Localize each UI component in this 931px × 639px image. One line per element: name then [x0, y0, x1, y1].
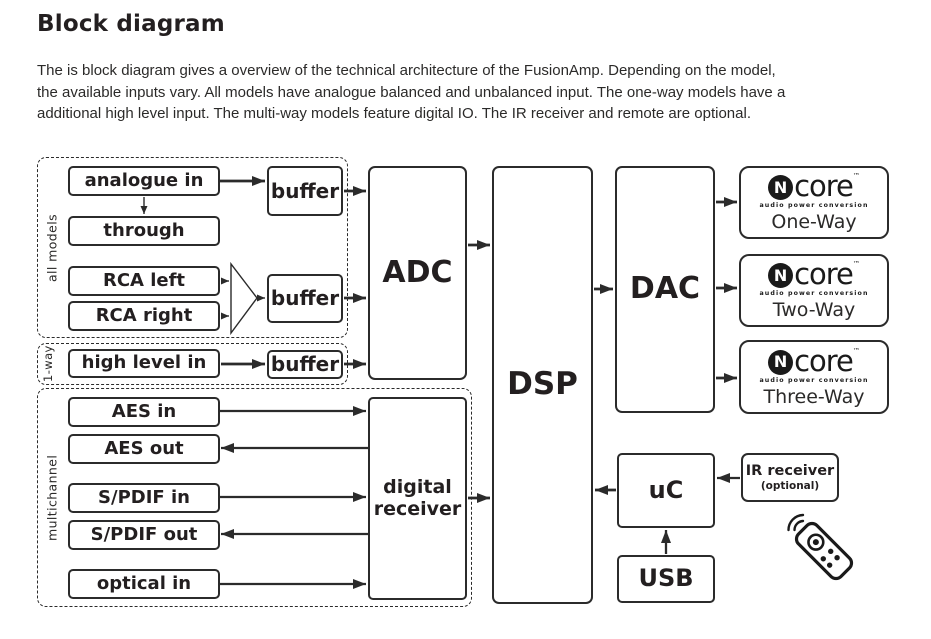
- ir-receiver-title: IR receiver: [745, 462, 835, 479]
- buffer-rca: buffer: [267, 274, 343, 323]
- buffer-high-level: buffer: [267, 350, 343, 379]
- page-title: Block diagram: [37, 11, 225, 37]
- trademark-symbol: ™: [852, 346, 860, 355]
- input-rca-right: RCA right: [68, 301, 220, 331]
- input-aes-out: AES out: [68, 434, 220, 464]
- input-high-level-in: high level in: [68, 349, 220, 378]
- block-adc: ADC: [368, 166, 467, 380]
- block-dac: DAC: [615, 166, 715, 413]
- group-all-models: [37, 157, 348, 338]
- input-through: through: [68, 216, 220, 246]
- ir-receiver-note: (optional): [760, 480, 820, 493]
- output-one-way: N core ™ audio power conversion One-Way: [739, 166, 889, 239]
- ir-receiver-box: IR receiver (optional): [741, 453, 839, 502]
- ncore-tagline: audio power conversion: [759, 290, 869, 297]
- input-aes-in: AES in: [68, 397, 220, 427]
- input-analogue-in: analogue in: [68, 166, 220, 196]
- ncore-wordmark: core: [794, 257, 854, 291]
- output-two-way: N core ™ audio power conversion Two-Way: [739, 254, 889, 327]
- group-1-way-label: 1-way: [41, 345, 55, 383]
- output-model-label: One-Way: [771, 211, 857, 233]
- ncore-wordmark: core: [794, 169, 854, 203]
- ncore-n-icon: N: [768, 263, 794, 288]
- block-usb: USB: [617, 555, 715, 603]
- block-dsp: DSP: [492, 166, 593, 604]
- ncore-logo: N core ™: [768, 260, 860, 289]
- ncore-n-icon: N: [768, 349, 794, 375]
- input-rca-left: RCA left: [68, 266, 220, 296]
- input-spdif-in: S/PDIF in: [68, 483, 220, 513]
- signal-waves-icon: [787, 513, 805, 532]
- ncore-tagline: audio power conversion: [759, 202, 869, 209]
- ncore-tagline: audio power conversion: [759, 376, 869, 384]
- remote-control-icon: [787, 513, 854, 581]
- input-optical-in: optical in: [68, 569, 220, 599]
- ncore-logo: N core ™: [768, 172, 860, 201]
- group-multichannel-label: multichannel: [44, 454, 60, 541]
- intro-line-1: The is block diagram gives a overview of…: [37, 62, 776, 79]
- trademark-symbol: ™: [852, 172, 860, 180]
- intro-line-3: additional high level input. The multi-w…: [37, 105, 751, 123]
- ncore-wordmark: core: [794, 343, 854, 378]
- output-model-label: Three-Way: [763, 385, 865, 408]
- ncore-n-icon: N: [768, 175, 794, 200]
- output-three-way: N core ™ audio power conversion Three-Wa…: [739, 340, 889, 414]
- block-digital-receiver: digital receiver: [368, 397, 467, 600]
- output-model-label: Two-Way: [772, 299, 856, 321]
- intro-line-2: the available inputs vary. All models ha…: [37, 83, 786, 101]
- intro-paragraph: The is block diagram gives a overview of…: [37, 60, 785, 125]
- buffer-analogue: buffer: [267, 166, 343, 216]
- ncore-logo: N core ™: [768, 343, 860, 378]
- trademark-symbol: ™: [852, 260, 860, 268]
- input-spdif-out: S/PDIF out: [68, 520, 220, 550]
- block-uc: uC: [617, 453, 715, 528]
- group-all-models-label: all models: [44, 213, 60, 282]
